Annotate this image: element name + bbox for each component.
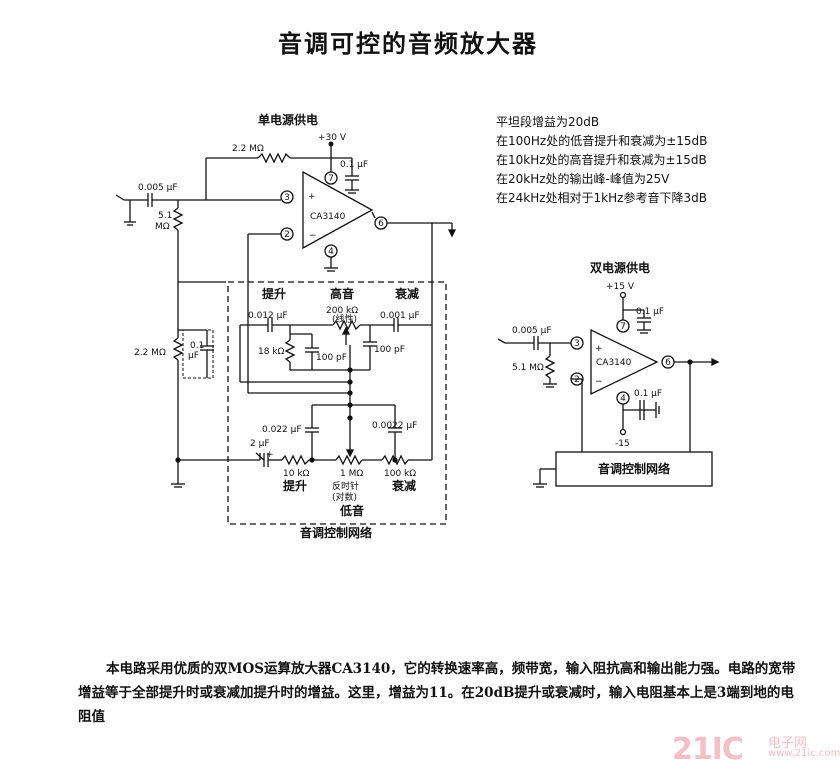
r10k-label: 10 kΩ bbox=[283, 469, 310, 479]
plus-sign: + bbox=[595, 344, 603, 354]
schematic: 单电源供电 +30 V CA3140 + − 3 2 7 4 6 0.1 µF bbox=[115, 112, 720, 540]
single-opamp bbox=[302, 170, 374, 250]
watermark: 21IC 电子网 www.21ic.com bbox=[672, 732, 840, 767]
pin-6: 6 bbox=[378, 219, 384, 229]
spec-line: 在100Hz处的低音提升和衰减为±15dB bbox=[496, 134, 708, 148]
treble-pot-note: (线性) bbox=[332, 313, 357, 325]
pin-7: 7 bbox=[328, 174, 334, 184]
description-text: 本电路采用优质的双MOS运算放大器CA3140，它的转换速率高，频带宽，输入阻抗… bbox=[78, 661, 796, 725]
bass-label: 低音 bbox=[339, 503, 364, 518]
c0022-b-label: 0.0022 µF bbox=[372, 421, 417, 431]
tone-network: 提升 高音 衰减 0.012 µF 200 kΩ (线性) 0.001 µF 1… bbox=[227, 281, 447, 540]
plus-mark: + bbox=[266, 450, 274, 460]
r10k-note: 提升 bbox=[283, 478, 307, 493]
dual-pin-3: 3 bbox=[574, 339, 580, 349]
feedback-resistor-label: 2.2 MΩ bbox=[232, 144, 264, 154]
dual-tone-box-label: 音调控制网络 bbox=[598, 461, 670, 476]
spec-line: 在10kHz处的高音提升和衰减为±15dB bbox=[496, 153, 707, 167]
dual-pin-6: 6 bbox=[665, 358, 671, 368]
page-title: 音调可控的音频放大器 bbox=[278, 30, 538, 58]
treble-boost-cap-label: 0.012 µF bbox=[248, 311, 288, 321]
input-resistor-unit: MΩ bbox=[155, 222, 170, 232]
treble-cut-cap-label: 0.001 µF bbox=[380, 311, 420, 321]
dual-opamp bbox=[590, 328, 659, 396]
spec-line: 在20kHz处的输出峰-峰值为25V bbox=[496, 172, 670, 186]
dual-pin-7: 7 bbox=[620, 322, 626, 332]
c100p-a-label: 100 pF bbox=[316, 353, 347, 363]
r100k-label: 100 kΩ bbox=[384, 469, 416, 479]
c0022-a-label: 0.022 µF bbox=[262, 425, 302, 435]
pin-3: 3 bbox=[284, 193, 290, 203]
watermark-url: www.21ic.com bbox=[768, 748, 840, 759]
network-caption: 音调控制网络 bbox=[300, 525, 372, 540]
dual-pin-4: 4 bbox=[620, 394, 626, 404]
pot1m-note1: 反时针 bbox=[332, 480, 359, 492]
dual-pin-2: 2 bbox=[574, 375, 580, 385]
description: 本电路采用优质的双MOS运算放大器CA3140，它的转换速率高，频带宽，输入阻抗… bbox=[78, 657, 798, 729]
dual-input-cap-label: 0.005 µF bbox=[512, 326, 552, 336]
dual-top-cap-label: 0.1 µF bbox=[636, 307, 664, 317]
pot1m-label: 1 MΩ bbox=[340, 469, 363, 479]
minus-sign: − bbox=[595, 377, 603, 387]
boost-heading: 提升 bbox=[262, 286, 286, 301]
dual-input-resistor-label: 5.1 MΩ bbox=[512, 363, 544, 373]
dual-vplus-label: +15 V bbox=[606, 282, 635, 292]
dual-supply-heading: 双电源供电 bbox=[590, 260, 650, 275]
single-supply-circuit: 单电源供电 +30 V CA3140 + − 3 2 7 4 6 0.1 µF bbox=[115, 112, 457, 488]
single-supply-cap-label: 0.1 µF bbox=[340, 160, 368, 170]
single-vplus-label: +30 V bbox=[318, 133, 347, 143]
single-chip-label: CA3140 bbox=[310, 212, 346, 222]
minus-sign: − bbox=[309, 231, 317, 241]
watermark-logo: 21IC bbox=[672, 732, 744, 767]
watermark-cn: 电子网 bbox=[768, 736, 808, 751]
bias-resistor-label: 2.2 MΩ bbox=[134, 348, 166, 358]
r100k-note: 衰减 bbox=[391, 478, 416, 493]
treble-pot-label: 200 kΩ bbox=[326, 306, 358, 316]
dual-bottom-cap-label: 0.1 µF bbox=[634, 389, 662, 399]
cut-heading: 衰减 bbox=[394, 286, 419, 301]
dual-vminus-label: -15 bbox=[615, 439, 630, 449]
bias-cap-unit: µF bbox=[188, 351, 199, 361]
c2uf-label: 2 µF bbox=[250, 439, 270, 449]
c100p-b-label: 100 pF bbox=[374, 345, 405, 355]
pot1m-note2: (对数) bbox=[332, 491, 357, 503]
spec-list: 平坦段增益为20dB 在100Hz处的低音提升和衰减为±15dB 在10kHz处… bbox=[496, 113, 707, 208]
spec-line: 平坦段增益为20dB bbox=[496, 115, 600, 129]
r18k-label: 18 kΩ bbox=[258, 347, 285, 357]
plus-sign: + bbox=[308, 192, 316, 202]
spec-line: 在24kHz处相对于1kHz参考音下降3dB bbox=[496, 191, 707, 205]
pin-2: 2 bbox=[284, 230, 290, 240]
input-cap-label: 0.005 µF bbox=[138, 183, 178, 193]
pin-4: 4 bbox=[328, 247, 334, 257]
dual-supply-circuit: 双电源供电 +15 V CA3140 + − 3 2 7 4 6 0.1 µF … bbox=[497, 260, 720, 488]
dual-chip-label: CA3140 bbox=[596, 358, 632, 368]
single-supply-heading: 单电源供电 bbox=[258, 112, 318, 127]
treble-heading: 高音 bbox=[330, 286, 354, 301]
input-resistor-label: 5.1 bbox=[158, 211, 172, 221]
bias-cap-label: 0.1 bbox=[190, 341, 204, 351]
